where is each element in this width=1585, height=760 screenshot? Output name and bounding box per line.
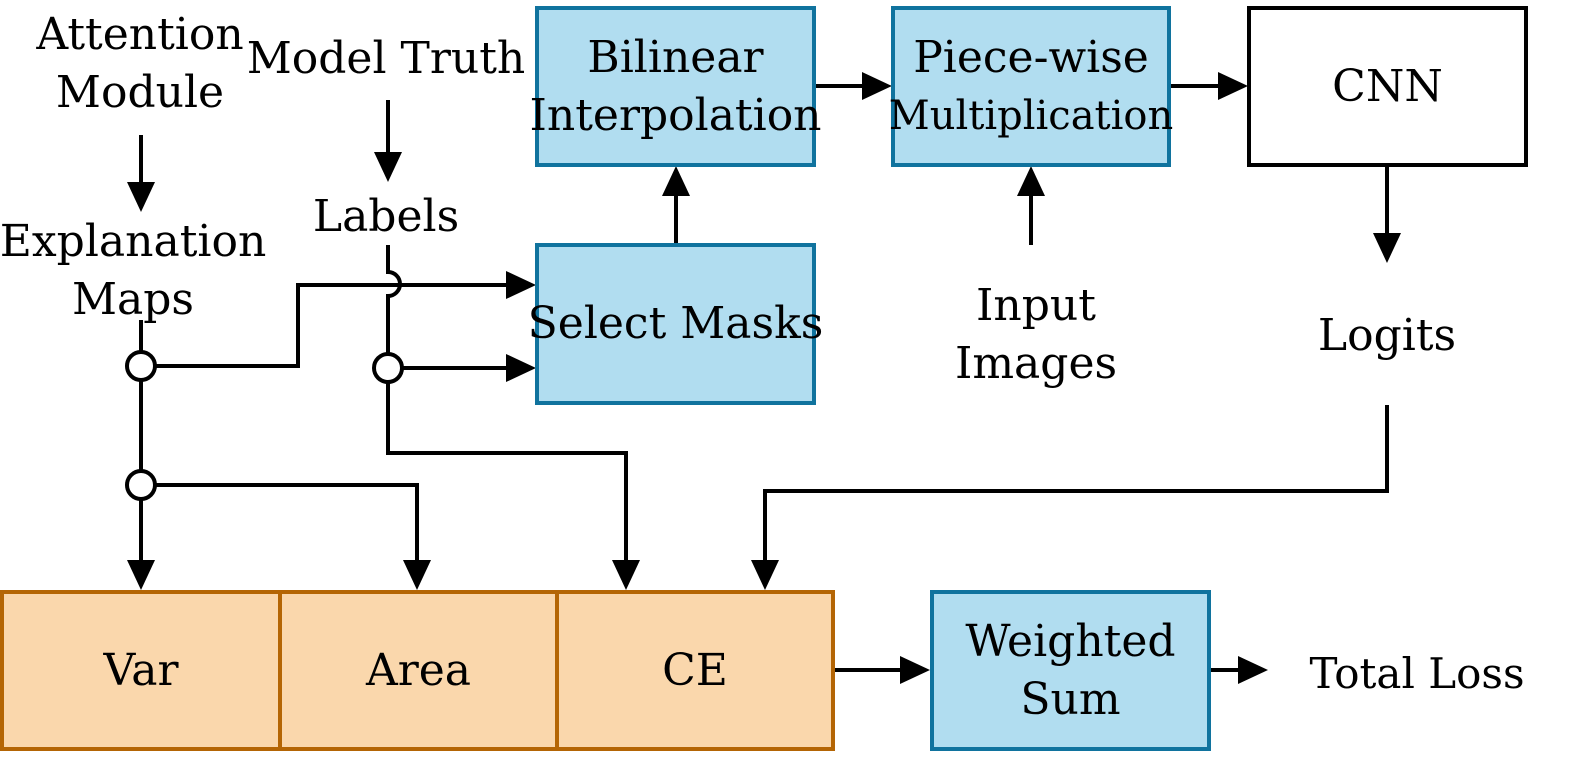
arrowhead-right-total	[1238, 656, 1268, 684]
arrowhead-right-piecewise	[862, 72, 892, 100]
logits-label: Logits	[1317, 310, 1457, 361]
ce-box: CE	[555, 590, 835, 751]
arrowhead-down-maps	[127, 182, 155, 212]
labels-label: Labels	[312, 191, 460, 242]
arrowhead-right-select-top	[506, 271, 536, 299]
junctions	[125, 350, 404, 501]
edge-maps-to-select	[153, 283, 510, 368]
piecewise-line-1: Piece-wise	[913, 31, 1149, 83]
explanation-maps-label: Explanation Maps	[0, 213, 266, 329]
arrowhead-up-bilinear	[662, 166, 690, 196]
junction-labels	[372, 352, 404, 384]
edge-maps-to-area	[153, 483, 419, 565]
weighted-sum-box: Weighted Sum	[930, 590, 1211, 751]
attention-module-line-1: Attention	[36, 9, 244, 60]
bilinear-line-2: Interpolation	[529, 89, 822, 141]
var-box: Var	[0, 590, 282, 751]
arrowhead-down-logits	[1373, 233, 1401, 263]
weighted-sum-line-1: Weighted	[965, 615, 1176, 667]
cnn-box: CNN	[1247, 6, 1528, 167]
explanation-maps-line-1: Explanation	[0, 216, 267, 267]
junction-maps-upper	[125, 350, 157, 382]
arrowhead-up-piecewise	[1017, 166, 1045, 196]
model-truth-label: Model Truth	[246, 33, 526, 84]
attention-module-line-2: Module	[55, 67, 225, 118]
input-images-label: Input Images	[955, 277, 1117, 393]
edge-labels-to-ce	[386, 380, 628, 565]
arrowhead-right-weighted	[900, 656, 930, 684]
bilinear-line-1: Bilinear	[587, 31, 764, 83]
input-images-line-2: Images	[954, 338, 1118, 389]
arrowhead-down-area	[403, 560, 431, 590]
arrowhead-down-labels	[374, 152, 402, 182]
weighted-sum-line-2: Sum	[1020, 673, 1121, 725]
input-images-line-1: Input	[976, 280, 1096, 331]
edge-labels-trunk	[386, 245, 402, 356]
arrowhead-right-cnn	[1218, 72, 1248, 100]
arrowhead-down-ce-labels	[612, 560, 640, 590]
connectors	[139, 84, 1389, 672]
explanation-maps-line-2: Maps	[71, 274, 195, 325]
bilinear-interpolation-box: Bilinear Interpolation	[530, 6, 822, 167]
area-box: Area	[278, 590, 559, 751]
arrowhead-down-var	[127, 560, 155, 590]
total-loss-label: Total Loss	[1309, 649, 1525, 698]
arrowheads	[127, 72, 1401, 684]
edge-logits-to-ce	[763, 405, 1389, 565]
arrowhead-right-select-bottom	[506, 354, 536, 382]
select-masks-box: Select Masks	[528, 243, 823, 405]
attention-module-label: Attention Module	[36, 6, 243, 122]
junction-maps-lower	[125, 469, 157, 501]
arrowhead-down-ce-logits	[751, 560, 779, 590]
piecewise-line-2: Multiplication	[888, 92, 1174, 139]
piecewise-multiplication-box: Piece-wise Multiplication	[888, 6, 1174, 167]
